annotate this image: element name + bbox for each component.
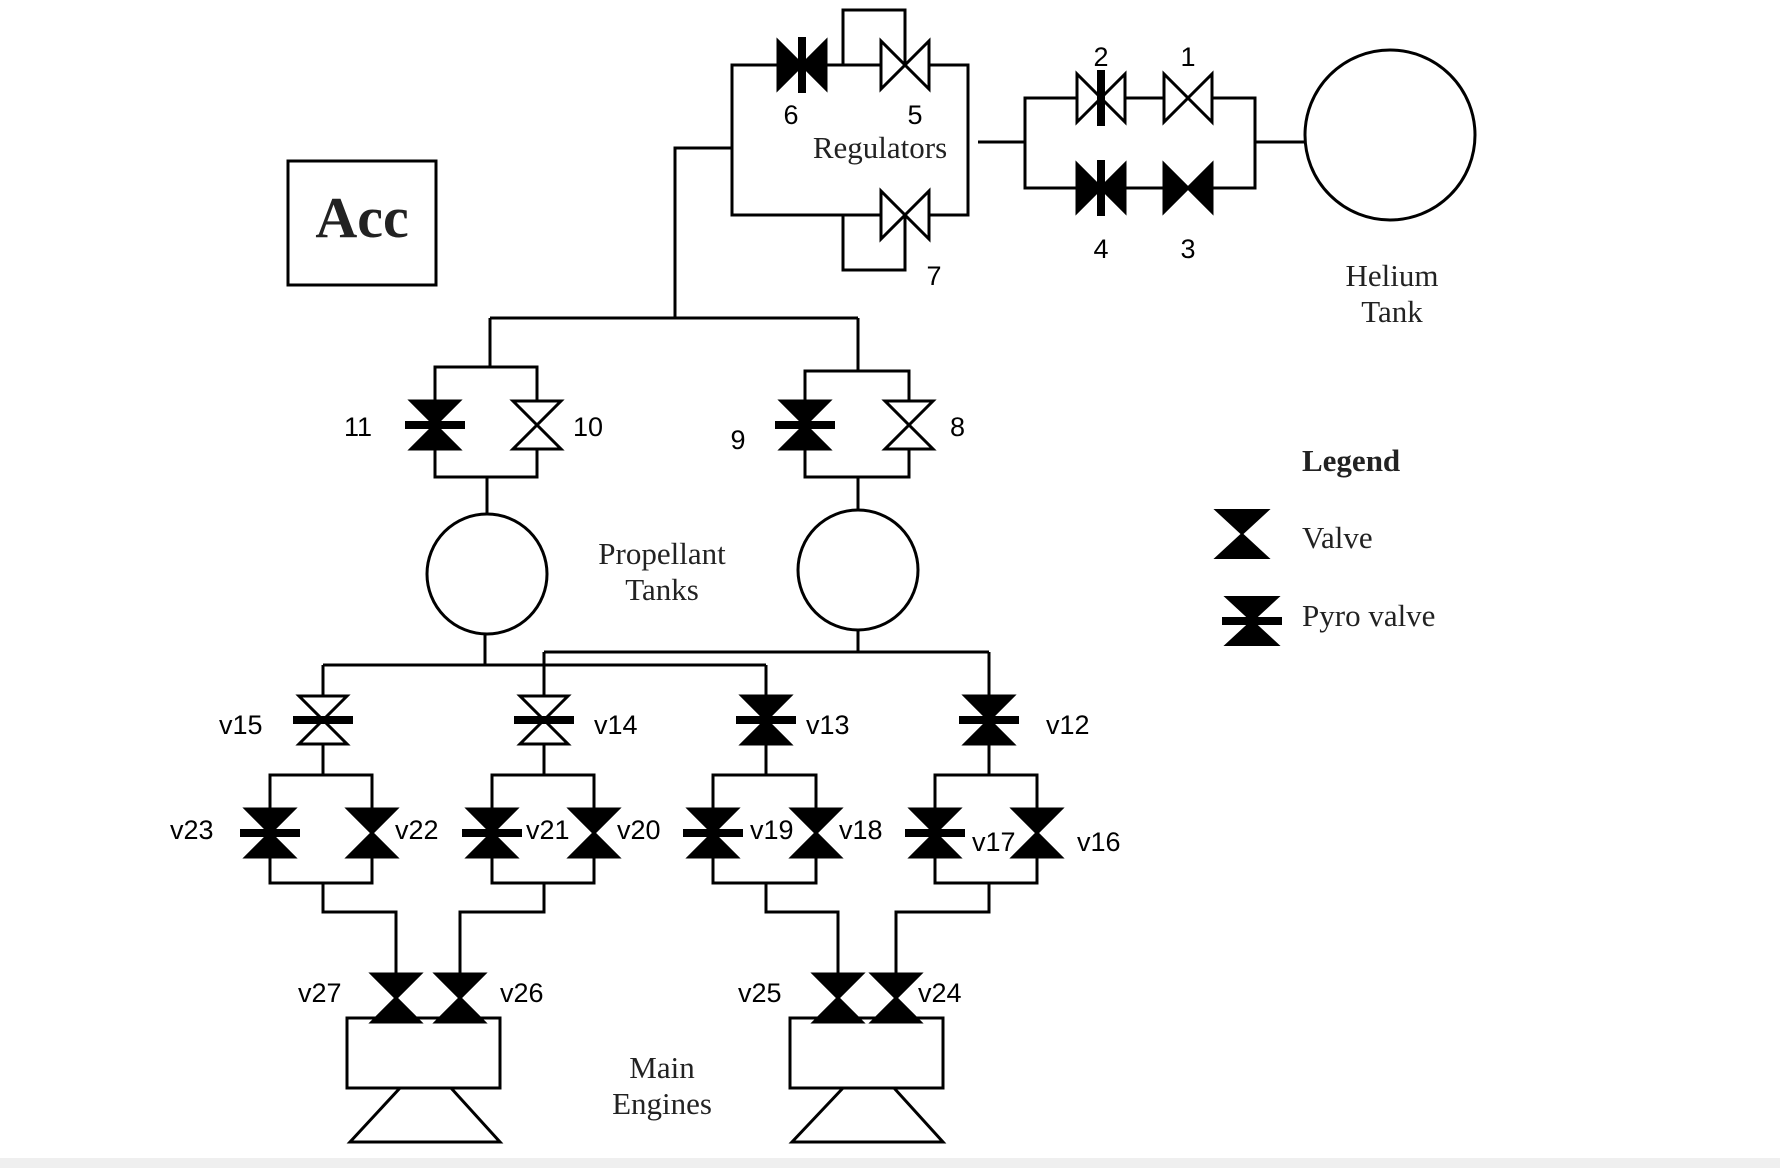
pyro-bar <box>405 421 465 429</box>
tank-label: Tank <box>1361 294 1423 329</box>
valve-label-v27: v27 <box>298 978 342 1008</box>
acc-label: Acc <box>315 185 408 250</box>
valve-5[interactable] <box>879 37 931 93</box>
main-label: Main <box>629 1050 695 1085</box>
valve-9[interactable] <box>775 399 835 451</box>
valve-label-v14: v14 <box>594 710 638 740</box>
pyro-bar <box>514 716 574 724</box>
propellant-tank-right <box>796 508 920 632</box>
valve-label-6: 6 <box>783 100 798 130</box>
valve-v24[interactable] <box>868 972 924 1024</box>
engines-label: Engines <box>612 1086 712 1121</box>
valve-label-v20: v20 <box>617 815 661 845</box>
pyro-bar <box>1097 160 1105 216</box>
valve-label-3: 3 <box>1180 234 1195 264</box>
valve-label-4: 4 <box>1093 234 1108 264</box>
valve-label-v23: v23 <box>170 815 214 845</box>
helium-tank <box>1303 48 1477 222</box>
valve-label-10: 10 <box>573 412 603 442</box>
legend-pyro-valve-label: Pyro valve <box>1302 598 1435 633</box>
pyro-bar <box>775 421 835 429</box>
legend-valve-icon <box>1213 509 1271 559</box>
valve-v13[interactable] <box>736 694 796 746</box>
valve-2[interactable] <box>1075 70 1127 126</box>
valve-v15[interactable] <box>293 694 353 746</box>
valve-label-v18: v18 <box>839 815 883 845</box>
valve-label-2: 2 <box>1093 42 1108 72</box>
valve-3[interactable] <box>1162 160 1214 216</box>
valve-4[interactable] <box>1075 160 1127 216</box>
valve-label-v16: v16 <box>1077 827 1121 857</box>
pyro-bar <box>736 716 796 724</box>
valve-symbols <box>240 37 1214 1024</box>
pyro-bar <box>798 37 806 93</box>
pyro-bar <box>683 829 743 837</box>
valve-label-11: 11 <box>344 412 372 442</box>
regulators-label: Regulators <box>813 130 947 165</box>
pyro-bar <box>959 716 1019 724</box>
pyro-bar <box>1097 70 1105 126</box>
tanks-label: Tanks <box>625 572 699 607</box>
valve-label-v13: v13 <box>806 710 850 740</box>
valve-v21[interactable] <box>462 807 522 859</box>
valve-v19[interactable] <box>683 807 743 859</box>
valve-v25[interactable] <box>810 972 866 1024</box>
section-labels: Regulators Helium Tank Propellant Tanks … <box>598 130 1438 1121</box>
valve-v17[interactable] <box>905 807 965 859</box>
valve-label-v22: v22 <box>395 815 439 845</box>
valve-label-8: 8 <box>950 412 965 442</box>
valve-label-v12: v12 <box>1046 710 1090 740</box>
valve-v20[interactable] <box>566 807 622 859</box>
legend-pyro-valve-icon <box>1222 596 1282 646</box>
pyro-bar <box>905 829 965 837</box>
acc-box: Acc <box>286 159 438 287</box>
pyro-bar <box>240 829 300 837</box>
main-engine-left <box>345 1016 504 1144</box>
valve-label-1: 1 <box>1180 42 1195 72</box>
valve-label-7: 7 <box>926 261 941 291</box>
valve-label-v25: v25 <box>738 978 782 1008</box>
valve-v12[interactable] <box>959 694 1019 746</box>
legend: Legend Valve Pyro valve <box>1213 443 1435 646</box>
valve-label-v21: v21 <box>526 815 570 845</box>
helium-label: Helium <box>1346 258 1439 293</box>
valve-v23[interactable] <box>240 807 300 859</box>
valve-10[interactable] <box>509 399 565 451</box>
valve-v14[interactable] <box>514 694 574 746</box>
valve-label-9: 9 <box>730 425 745 455</box>
valve-v22[interactable] <box>344 807 400 859</box>
valve-label-v26: v26 <box>500 978 544 1008</box>
valve-label-v19: v19 <box>750 815 794 845</box>
valve-8[interactable] <box>881 399 937 451</box>
valve-label-v17: v17 <box>972 827 1016 857</box>
valve-v16[interactable] <box>1009 807 1065 859</box>
valve-v26[interactable] <box>432 972 488 1024</box>
main-engine-right <box>788 1016 947 1144</box>
pyro-bar <box>462 829 522 837</box>
legend-valve-label: Valve <box>1302 520 1373 555</box>
valve-6[interactable] <box>776 37 828 93</box>
bottom-margin <box>0 1158 1780 1168</box>
valve-1[interactable] <box>1162 70 1214 126</box>
valve-v18[interactable] <box>788 807 844 859</box>
legend-title: Legend <box>1302 443 1400 478</box>
propellant-tank-left <box>425 512 549 636</box>
valve-label-v24: v24 <box>918 978 962 1008</box>
propellant-label: Propellant <box>598 536 726 571</box>
pyro-bar <box>293 716 353 724</box>
valve-11[interactable] <box>405 399 465 451</box>
valve-v27[interactable] <box>368 972 424 1024</box>
valve-7[interactable] <box>879 187 931 243</box>
valve-label-v15: v15 <box>219 710 263 740</box>
valve-label-5: 5 <box>907 100 922 130</box>
valve-labels: 1 2 3 4 5 6 7 8 9 10 11 v12 v13 v14 v15 … <box>170 42 1196 1008</box>
